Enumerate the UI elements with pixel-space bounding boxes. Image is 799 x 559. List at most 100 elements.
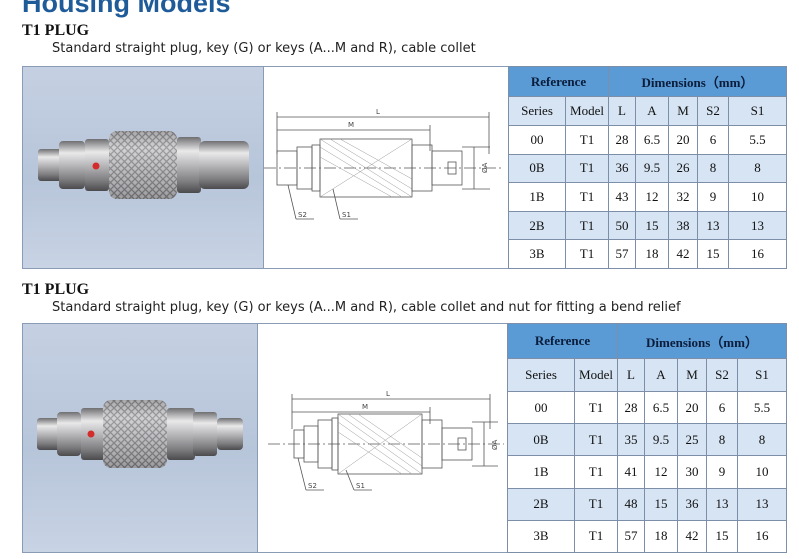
cell-s1: 5.5 [728,125,787,155]
plug-photo [23,324,258,552]
dimension-label-m: M [348,121,354,129]
dimension-label-a: ØA [491,439,499,450]
dimensions-table: Reference Dimensions（mm） Series Model L … [508,66,787,269]
cell-model: T1 [574,487,618,521]
section-subtitle: Standard straight plug, key (G) or keys … [52,300,681,315]
cell-l: 35 [617,423,645,457]
technical-drawing: L M S2 S1 ØA [258,324,508,552]
column-header-l: L [617,358,645,392]
dimension-label-s2: S2 [308,482,317,490]
cell-m: 20 [677,390,707,425]
cell-a: 12 [635,182,669,212]
dimension-label-s2: S2 [298,211,307,219]
cell-s2: 8 [697,153,729,184]
plug-photo [23,67,264,268]
cell-model: T1 [574,519,618,554]
cell-model: T1 [565,125,609,155]
cell-m: 38 [668,210,698,241]
column-header-s2: S2 [697,96,729,126]
cell-a: 9.5 [635,153,669,184]
table-row: 00 T1 28 6.5 20 6 5.5 [507,390,787,425]
cell-model: T1 [565,182,609,212]
table-row: 0B T1 35 9.5 25 8 8 [507,423,787,457]
cell-m: 42 [668,239,698,269]
cell-l: 50 [608,210,636,241]
cell-model: T1 [574,423,618,457]
cell-model: T1 [565,239,609,269]
cell-s1: 8 [737,423,787,457]
dimension-label-a: ØA [481,162,489,173]
dimensions-table: Reference Dimensions（mm） Series Model L … [507,323,787,554]
cell-a: 6.5 [644,390,678,425]
cell-s2: 6 [697,125,729,155]
cell-a: 15 [644,487,678,521]
table-row: 3B T1 57 18 42 15 16 [507,519,787,554]
cell-model: T1 [565,210,609,241]
cell-a: 12 [644,455,678,489]
header-dimensions: Dimensions（mm） [608,66,787,97]
cell-model: T1 [574,455,618,489]
cell-m: 25 [677,423,707,457]
section-title: T1 PLUG [22,22,90,39]
cell-s2: 8 [706,423,738,457]
cell-s1: 13 [728,210,787,241]
page-heading: Housing Models [22,0,231,18]
cell-m: 26 [668,153,698,184]
column-header-m: M [668,96,698,126]
cell-l: 48 [617,487,645,521]
cell-series: 2B [507,487,575,521]
cell-l: 28 [617,390,645,425]
cell-l: 36 [608,153,636,184]
cell-l: 57 [608,239,636,269]
cell-l: 43 [608,182,636,212]
cell-s2: 15 [706,519,738,554]
cell-s2: 13 [706,487,738,521]
cell-m: 20 [668,125,698,155]
column-header-s1: S1 [737,358,787,392]
cell-a: 18 [635,239,669,269]
cell-l: 57 [617,519,645,554]
table-row: 1B T1 43 12 32 9 10 [508,182,787,212]
table-row: 0B T1 36 9.5 26 8 8 [508,153,787,184]
dimension-label-s1: S1 [342,211,351,219]
section-title: T1 PLUG [22,281,90,298]
cell-model: T1 [565,153,609,184]
cell-s2: 13 [697,210,729,241]
cell-series: 0B [507,423,575,457]
column-header-l: L [608,96,636,126]
cell-series: 2B [508,210,566,241]
column-header-m: M [677,358,707,392]
column-header-a: A [635,96,669,126]
cell-a: 9.5 [644,423,678,457]
table-row: 00 T1 28 6.5 20 6 5.5 [508,125,787,155]
cell-s2: 6 [706,390,738,425]
cell-m: 30 [677,455,707,489]
cell-s1: 10 [728,182,787,212]
cell-series: 1B [507,455,575,489]
column-header-a: A [644,358,678,392]
cell-series: 0B [508,153,566,184]
cell-s1: 16 [728,239,787,269]
cell-series: 3B [508,239,566,269]
cell-a: 6.5 [635,125,669,155]
table-row: 2B T1 50 15 38 13 13 [508,210,787,241]
cell-series: 00 [508,125,566,155]
column-header-model: Model [574,358,618,392]
cell-m: 36 [677,487,707,521]
cell-s1: 16 [737,519,787,554]
dimension-label-l: L [376,108,380,116]
cell-l: 41 [617,455,645,489]
column-header-model: Model [565,96,609,126]
cell-a: 15 [635,210,669,241]
dimension-label-s1: S1 [356,482,365,490]
product-panel: L M S2 S1 ØA [22,323,787,553]
cell-series: 3B [507,519,575,554]
cell-m: 42 [677,519,707,554]
section-subtitle: Standard straight plug, key (G) or keys … [52,41,476,56]
dimension-label-m: M [362,403,368,411]
header-reference: Reference [507,323,618,359]
cell-s2: 15 [697,239,729,269]
header-reference: Reference [508,66,609,97]
table-row: 3B T1 57 18 42 15 16 [508,239,787,269]
column-header-series: Series [508,96,566,126]
